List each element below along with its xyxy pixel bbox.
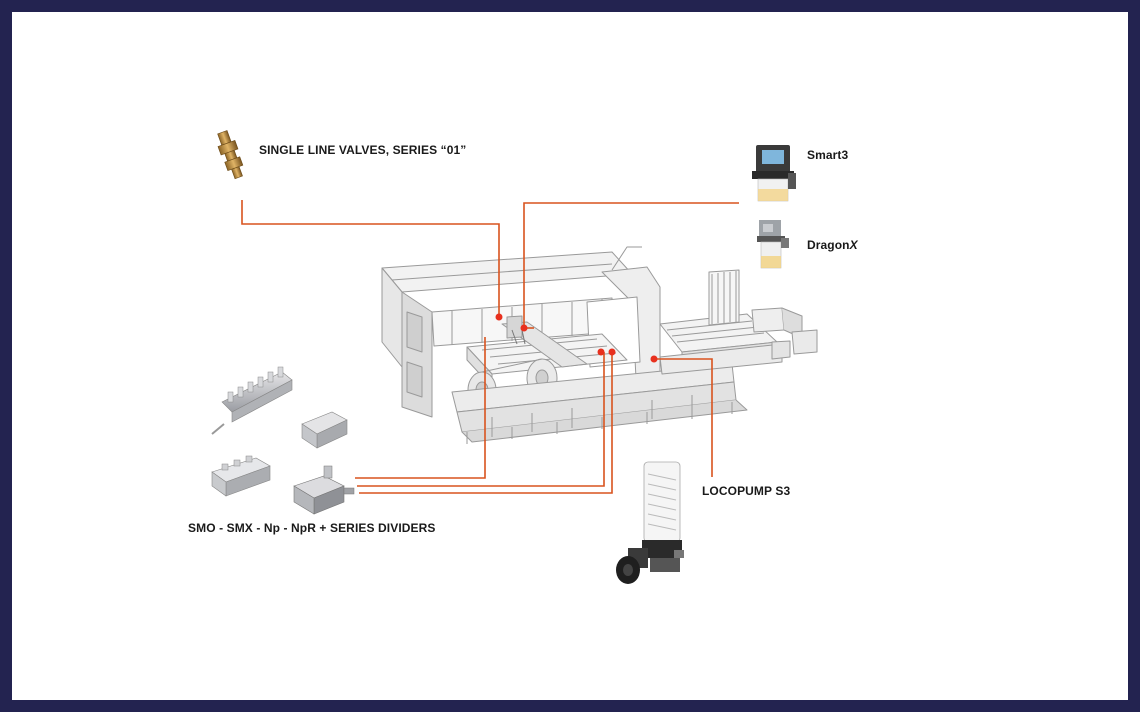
label-dragonx: DragonX [807,238,858,252]
line-divider-2 [357,352,605,487]
line-locopump [654,358,713,477]
connector-lines [241,200,739,494]
connector-dots [495,313,658,363]
diagram-svg [211,130,818,584]
valve-icon [217,130,244,180]
line-valves [241,200,500,317]
label-dividers: SMO - SMX - Np - NpR + SERIES DIVIDERS [188,521,436,535]
dot-smart3 [520,324,528,332]
smart3-pump-icon [752,145,796,202]
line-divider-1 [355,337,486,479]
dot-divider-b [608,348,616,356]
label-locopump: LOCOPUMP S3 [702,484,791,498]
locopump-icon [616,461,684,584]
dot-valves [495,313,503,321]
dragonx-pump-icon [757,220,789,269]
machine-illustration [381,246,818,444]
dot-divider-a [597,348,605,356]
label-dragonx-prefix: Dragon [807,238,850,252]
label-dragonx-suffix: X [849,238,858,252]
label-smart3: Smart3 [807,148,849,162]
diagram-canvas: SINGLE LINE VALVES, SERIES “01” Smart3 D… [12,12,1128,700]
divider-block-icon [211,366,355,515]
line-divider-3 [359,352,613,494]
line-smart3 [523,202,739,328]
label-single-line-valves: SINGLE LINE VALVES, SERIES “01” [259,143,467,157]
dot-locopump [650,355,658,363]
